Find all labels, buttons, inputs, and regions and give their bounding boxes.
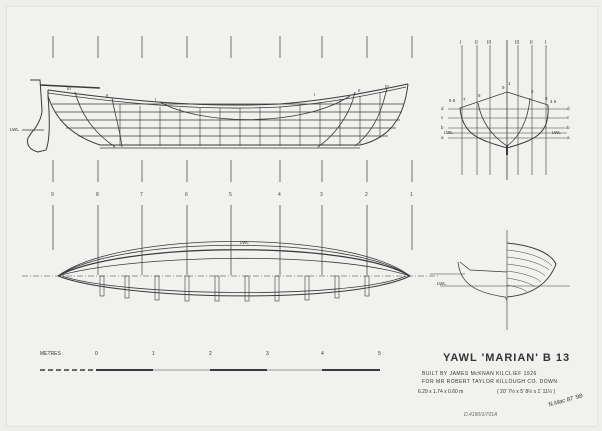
station-number: 9 (51, 192, 54, 198)
body-plan-wl-label-right: b (567, 125, 570, 130)
scale-tick-label: 1 (152, 351, 155, 357)
body-plan-station-label: 1 (508, 81, 511, 86)
profile-section-label: III (67, 86, 71, 91)
reference-number: D.4190/1/701A (464, 412, 498, 418)
profile-section-label: I (314, 92, 316, 97)
scale-tick-label: 2 (209, 351, 212, 357)
scale-tick-label: 5 (378, 351, 381, 357)
body-plan-station-label: 4 5 (550, 99, 557, 104)
body-plan-wl-label-right: d (567, 106, 570, 111)
station-number: 5 (229, 192, 232, 198)
dimensions-metric: 6.29 x 1.74 x 0.60 m (418, 389, 464, 395)
midship-lwl-label: LWL (437, 281, 446, 286)
body-plan-buttock-label: III (487, 40, 492, 46)
station-number: 1 (410, 192, 413, 198)
station-ticks-top (52, 36, 413, 58)
dimensions-imperial: ( 20' 7½ x 5' 8½ x 1' 11½ ) (497, 389, 556, 395)
body-plan-wl-label-left: d (441, 106, 444, 111)
body-plan-wl-label-left: LWL (444, 130, 453, 135)
body-plan-buttock-label: III (515, 40, 520, 46)
body-plan-station-label: 2 (531, 89, 534, 94)
station-ticks-mid (52, 160, 413, 275)
drawing-title: YAWL 'MARIAN' B 13 (443, 352, 571, 364)
body-plan (448, 40, 567, 180)
body-plan-station-label: 9 (502, 85, 505, 90)
scale-tick-label: 4 (321, 351, 324, 357)
body-plan-wl-label-left: a (441, 135, 444, 140)
body-plan-station-label: 6 (478, 93, 481, 98)
profile-section-label: II (106, 93, 109, 98)
body-plan-buttock-label: II (475, 40, 478, 46)
profile-lwl-label: LWL (10, 127, 19, 132)
paper-background (6, 6, 598, 427)
body-plan-wl-label-left: b (441, 125, 444, 130)
body-plan-wl-label-right: c (567, 115, 570, 120)
midship-section (430, 230, 570, 330)
station-number: 3 (320, 192, 323, 198)
half-breadth-lwl-label: LWL (240, 240, 249, 245)
body-plan-buttock-label: I (545, 40, 547, 46)
profile-section-label: I (155, 97, 157, 102)
body-plan-wl-label-left: c (441, 115, 444, 120)
station-number: 7 (140, 192, 143, 198)
body-plan-station-label: 5 6 (449, 98, 456, 103)
body-plan-station-label: 7 (463, 97, 466, 102)
body-plan-wl-label-right: a (567, 135, 570, 140)
station-number: 4 (278, 192, 281, 198)
body-plan-station-label: 3 (545, 96, 548, 101)
body-plan-wl-label-right: LWL (552, 130, 561, 135)
half-breadth-plan (22, 241, 440, 302)
scale-tick-label: 3 (266, 351, 269, 357)
scale-unit-label: METRES (40, 351, 61, 357)
station-number: 8 (96, 192, 99, 198)
station-number: 6 (185, 192, 188, 198)
profile-section-label: III (385, 84, 389, 89)
profile-hull (22, 79, 409, 153)
owner-line: FOR MR ROBERT TAYLOR KILLOUGH CO. DOWN (422, 379, 558, 385)
profile-section-label: II (358, 88, 361, 93)
station-number: 2 (365, 192, 368, 198)
body-plan-buttock-label: I (460, 40, 462, 46)
builder-line: BUILT BY JAMES McKNAN KILCLIEF 1926 (422, 371, 537, 377)
body-plan-buttock-label: II (530, 40, 533, 46)
scale-tick-label: 0 (95, 351, 98, 357)
